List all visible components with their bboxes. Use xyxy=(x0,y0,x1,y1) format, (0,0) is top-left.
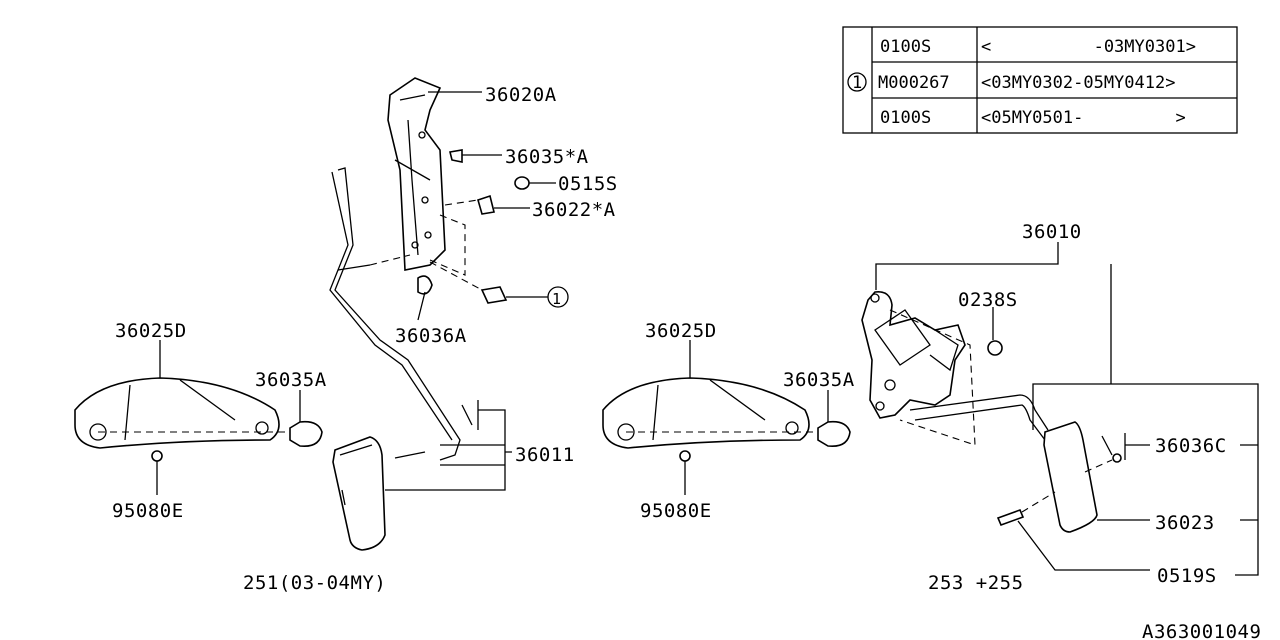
pedal-module xyxy=(861,290,966,419)
label-36036A: 36036A xyxy=(395,325,467,347)
table-part-1: M000267 xyxy=(878,73,950,93)
label-36023: 36023 xyxy=(1155,512,1215,534)
label-0519S: 0519S xyxy=(1157,565,1217,587)
pad-cover-right xyxy=(602,377,810,449)
label-36010: 36010 xyxy=(1022,221,1082,243)
pedal-pad-right xyxy=(1043,421,1098,533)
ref-circle-label: 1 xyxy=(552,290,562,308)
label-95080E-left: 95080E xyxy=(112,500,184,522)
pedal-arm xyxy=(329,167,461,461)
label-0515S: 0515S xyxy=(558,173,618,195)
diagram-id: A363001049 xyxy=(1142,621,1261,640)
table-part-2: 0100S xyxy=(880,108,931,128)
label-36035A-left: 36035A xyxy=(255,369,327,391)
label-36025D-right: 36025D xyxy=(645,320,717,342)
label-36011: 36011 xyxy=(515,444,575,466)
label-36035A-right: 36035A xyxy=(783,369,855,391)
left-pedal-assembly: 1 xyxy=(74,77,569,551)
table-range-0: < -03MY0301> xyxy=(981,37,1196,57)
table-ref-symbol: 1 xyxy=(852,73,862,93)
label-0238S: 0238S xyxy=(958,289,1018,311)
caption-left: 251(03-04MY) xyxy=(243,572,386,594)
label-36020A: 36020A xyxy=(485,84,557,106)
label-95080E-right: 95080E xyxy=(640,500,712,522)
applicability-table: 1 0100S M000267 0100S < -03MY0301> <03MY… xyxy=(842,26,1238,134)
pad-cover xyxy=(74,377,280,449)
label-36035-star-A: 36035*A xyxy=(505,146,589,168)
pedal-pad xyxy=(332,436,386,551)
label-36022-star-A: 36022*A xyxy=(532,199,616,221)
table-range-1: <03MY0302-05MY0412> xyxy=(981,73,1175,93)
right-pedal-assembly xyxy=(602,242,1259,576)
table-range-2: <05MY0501- > xyxy=(981,108,1186,128)
caption-right: 253 +255 xyxy=(928,572,1024,594)
label-36025D-left: 36025D xyxy=(115,320,187,342)
table-part-0: 0100S xyxy=(880,37,931,57)
label-36036C: 36036C xyxy=(1155,435,1227,457)
